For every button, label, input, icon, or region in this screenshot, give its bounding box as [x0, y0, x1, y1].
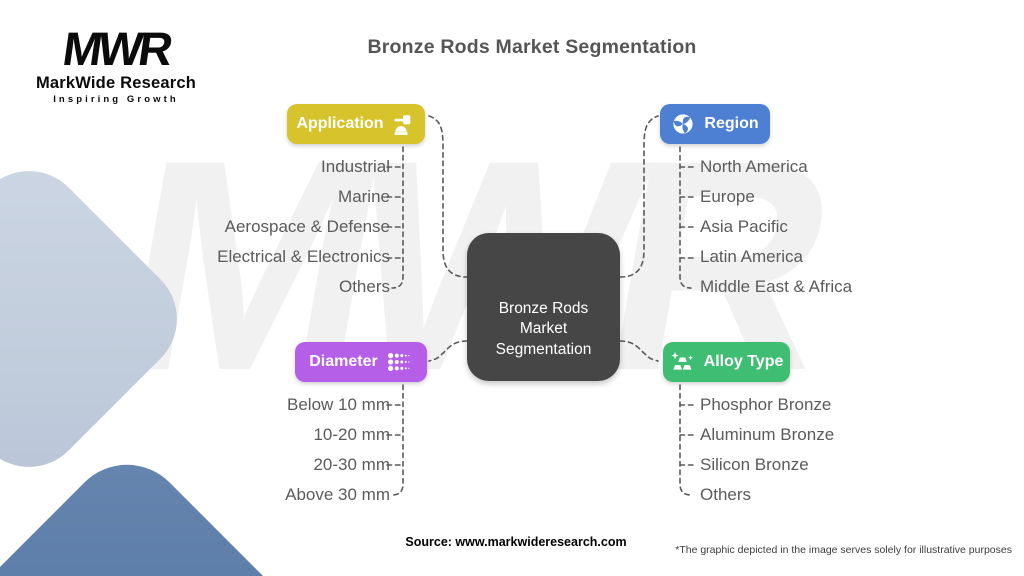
list-item: Others: [338, 277, 390, 296]
ingots-icon: [670, 351, 693, 370]
logo-name: MarkWide Research: [35, 74, 197, 92]
logo-monogram: MWR: [59, 22, 173, 75]
disclaimer-text: *The graphic depicted in the image serve…: [675, 544, 1012, 556]
list-item: Marine: [338, 187, 390, 206]
list-item: Aluminum Bronze: [700, 425, 835, 444]
center-node-line: Bronze Rods: [498, 299, 589, 317]
list-item: 10-20 mm: [313, 425, 390, 444]
dots-icon: [387, 353, 410, 371]
source-text: Source: www.markwideresearch.com: [405, 535, 627, 549]
list-item: Latin America: [700, 247, 803, 266]
gavel-icon: [393, 114, 410, 135]
brand-logo: MWR MarkWide Research Inspiring Growth: [28, 22, 204, 105]
list-item: Industrial: [321, 157, 390, 176]
globe-icon: [673, 114, 693, 134]
branch-node-alloy-type: Alloy Type: [663, 342, 790, 382]
list-item: Electrical & Electronics: [217, 247, 390, 266]
list-item: Aerospace & Defense: [224, 217, 390, 236]
branch-node-diameter: Diameter: [295, 342, 427, 382]
page-title: Bronze Rods Market Segmentation: [367, 36, 697, 58]
list-item: Below 10 mm: [287, 395, 390, 414]
list-item: 20-30 mm: [313, 455, 390, 474]
list-item: Europe: [700, 187, 755, 206]
branch-node-region: Region: [660, 104, 770, 144]
center-node-line: Segmentation: [495, 340, 592, 358]
node-label: Region: [704, 115, 759, 132]
center-node: Bronze Rods Market Segmentation: [467, 233, 620, 381]
list-item: Others: [700, 485, 752, 504]
node-label: Diameter: [309, 353, 378, 370]
node-label: Application: [296, 115, 384, 132]
list-item: Silicon Bronze: [700, 455, 809, 474]
branch-node-application: Application: [287, 104, 425, 144]
list-item: Above 30 mm: [285, 485, 390, 504]
center-node-line: Market: [519, 320, 568, 337]
list-item: Middle East & Africa: [700, 277, 853, 296]
node-label: Alloy Type: [703, 353, 784, 370]
segment-list-diameter: Below 10 mm 10-20 mm 20-30 mm Above 30 mm: [100, 390, 390, 510]
list-item: North America: [700, 157, 808, 176]
logo-tagline: Inspiring Growth: [53, 94, 179, 105]
list-item: Phosphor Bronze: [700, 395, 832, 414]
list-item: Asia Pacific: [700, 217, 788, 236]
